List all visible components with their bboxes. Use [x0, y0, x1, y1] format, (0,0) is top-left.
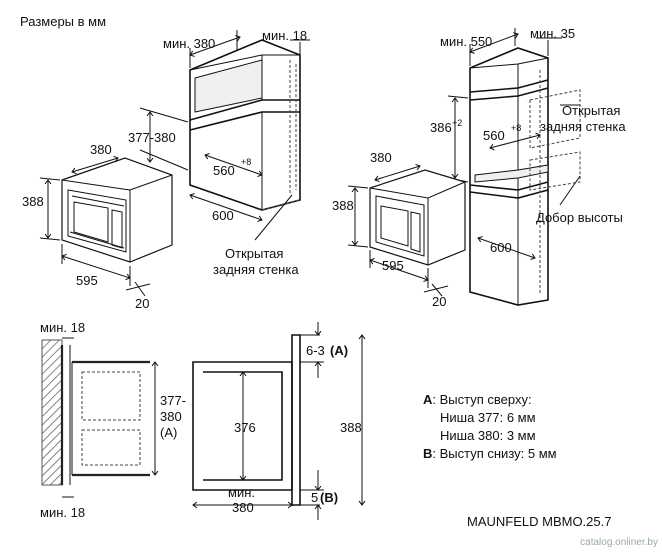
- notes-block: A: Выступ сверху: Ниша 377: 6 мм Ниша 38…: [423, 392, 557, 461]
- side-section-left: мин. 18 мин. 18 377- 380 (A): [40, 320, 186, 520]
- side-min-18-bottom: мин. 18: [40, 505, 85, 520]
- dim-600-b: 600: [490, 240, 512, 255]
- gap-b: (B): [320, 490, 338, 505]
- dim-388-a: 388: [22, 194, 44, 209]
- dim-388-b: 388: [332, 198, 354, 213]
- side-a-label: (A): [160, 425, 177, 440]
- dim-560-a: 560: [213, 163, 235, 178]
- dim-600-a: 600: [212, 208, 234, 223]
- gap-5: 5: [311, 490, 318, 505]
- wall-cabinet-group: 560 +8 600 мин. 380 мин. 18 377-380 Откр…: [128, 28, 310, 277]
- note-b-text: : Выступ снизу: 5 мм: [432, 446, 556, 461]
- open-back-label-a2: задняя стенка: [213, 262, 299, 277]
- gap-6-3: 6-3: [306, 343, 325, 358]
- microwave-front-right: 380 388 595 20: [332, 150, 466, 309]
- side-380-label: 380: [160, 409, 182, 424]
- dim-560-b: 560: [483, 128, 505, 143]
- dim-376: 376: [234, 420, 256, 435]
- dim-380-a: 380: [90, 142, 112, 157]
- dim-min-550: мин. 550: [440, 34, 492, 49]
- dim-595-a: 595: [76, 273, 98, 288]
- note-a-line2: Ниша 380: 3 мм: [440, 428, 536, 443]
- dim-388-right: 388: [340, 420, 362, 435]
- open-back-label-a1: Открытая: [225, 246, 283, 261]
- microwave-front-left: 380 388 595 20: [22, 142, 173, 311]
- page-title: Размеры в мм: [20, 14, 106, 29]
- dim-386: 386: [430, 120, 452, 135]
- sup-8-b: +8: [511, 123, 521, 133]
- dim-min-380-b-1: мин.: [228, 485, 255, 500]
- side-min-18-top: мин. 18: [40, 320, 85, 335]
- sup-8-a: +8: [241, 157, 251, 167]
- dim-595-b: 595: [382, 258, 404, 273]
- note-a-line1: Ниша 377: 6 мм: [440, 410, 536, 425]
- note-b-key: B: [423, 446, 432, 461]
- note-a-key: A: [423, 392, 433, 407]
- open-back-label-b2: задняя стенка: [540, 119, 626, 134]
- dim-380-b: 380: [370, 150, 392, 165]
- note-b: B: Выступ снизу: 5 мм: [423, 446, 557, 461]
- dim-min-18-a: мин. 18: [262, 28, 307, 43]
- side-377-label: 377-: [160, 393, 186, 408]
- gap-a: (A): [330, 343, 348, 358]
- dim-20-a: 20: [135, 296, 149, 311]
- dim-377-380-a: 377-380: [128, 130, 176, 145]
- dim-min-35: мин. 35: [530, 26, 575, 41]
- model-label: MAUNFELD MBMO.25.7: [467, 514, 611, 529]
- sup-2: +2: [452, 118, 462, 128]
- note-a: A: Выступ сверху:: [423, 392, 532, 407]
- watermark: catalog.onliner.by: [580, 537, 658, 548]
- dim-min-380-b-2: 380: [232, 500, 254, 515]
- height-addon-label: Добор высоты: [536, 210, 623, 225]
- note-a-text: : Выступ сверху:: [432, 392, 531, 407]
- side-section-microwave: 376 мин. 380 6-3 (A) 5 (B) 388: [193, 322, 362, 520]
- dim-min-380-a: мин. 380: [163, 36, 215, 51]
- open-back-label-b1: Открытая: [562, 103, 620, 118]
- dim-20-b: 20: [432, 294, 446, 309]
- tall-cabinet-group: 560 +8 600 мин. 550 мин. 35 386 +2 Откры…: [430, 26, 626, 306]
